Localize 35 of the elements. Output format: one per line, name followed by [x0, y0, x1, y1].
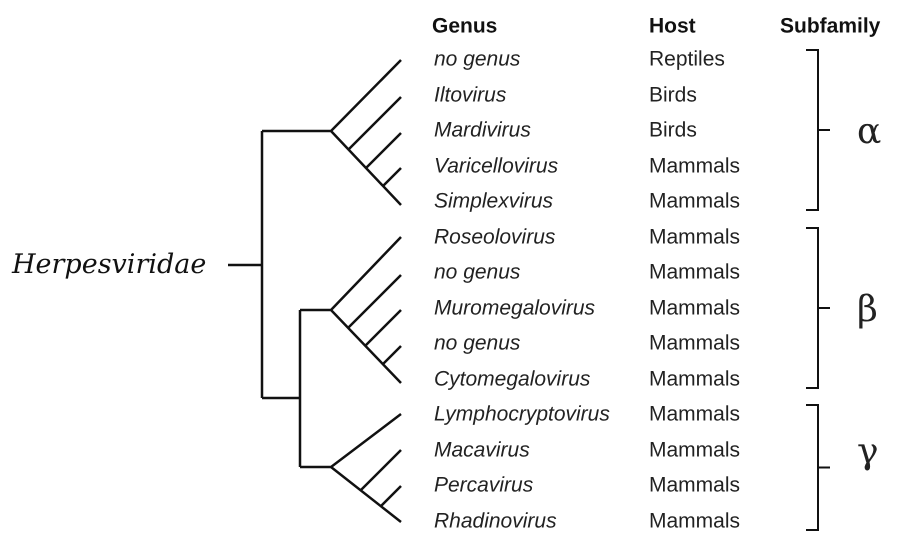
host-name: Mammals [649, 189, 740, 213]
host-name: Birds [649, 83, 697, 107]
genus-name: no genus [434, 47, 520, 71]
genus-name: Muromegalovirus [434, 296, 596, 320]
subfamily-symbol: α [857, 112, 882, 152]
genus-name: Roseolovirus [434, 225, 556, 249]
host-name: Mammals [649, 367, 740, 391]
column-header: Host [649, 14, 696, 38]
host-name: Mammals [649, 509, 740, 533]
host-name: Mammals [649, 260, 740, 284]
host-name: Mammals [649, 331, 740, 355]
subfamily-symbol: β [857, 290, 878, 330]
genus-name: no genus [434, 260, 520, 284]
genus-name: Macavirus [434, 438, 530, 462]
host-name: Mammals [649, 438, 740, 462]
genus-name: Iltovirus [434, 83, 506, 107]
genus-name: Mardivirus [434, 118, 531, 142]
host-name: Mammals [649, 296, 740, 320]
column-header: Subfamily [780, 14, 880, 38]
host-name: Reptiles [649, 47, 725, 71]
host-name: Mammals [649, 154, 740, 178]
genus-name: Cytomegalovirus [434, 367, 590, 391]
genus-name: Simplexvirus [434, 189, 554, 213]
genus-name: Lymphocryptovirus [434, 402, 610, 426]
host-name: Birds [649, 118, 697, 142]
genus-name: Percavirus [434, 473, 534, 497]
genus-name: no genus [434, 331, 520, 355]
genus-name: Varicellovirus [434, 154, 558, 178]
host-name: Mammals [649, 225, 740, 249]
column-header: Genus [432, 14, 498, 38]
family-name: Herpesviridae [12, 250, 206, 280]
genus-name: Rhadinovirus [434, 509, 557, 533]
host-name: Mammals [649, 402, 740, 426]
host-name: Mammals [649, 473, 740, 497]
subfamily-symbol: γ [857, 432, 879, 472]
